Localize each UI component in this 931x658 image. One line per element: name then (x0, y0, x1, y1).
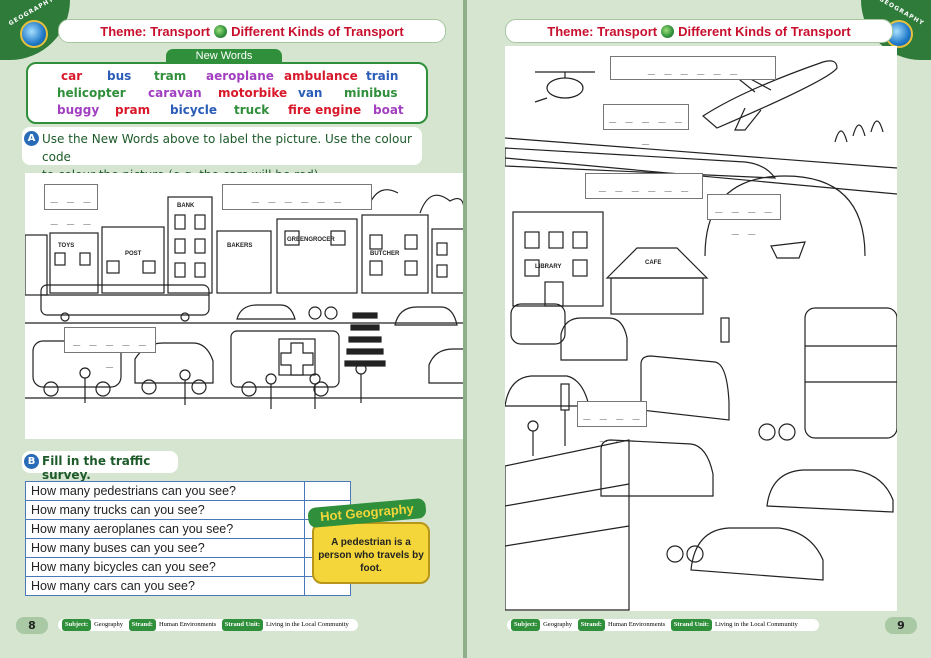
new-word: motorbike (218, 86, 288, 100)
survey-question: How many cars can you see? (25, 576, 305, 596)
shop-sign-post: POST (125, 251, 142, 257)
left-page: GEOGRAPHY Theme: Transport Different Kin… (0, 0, 465, 658)
new-word: car (61, 69, 83, 83)
survey-question: How many buses can you see? (25, 538, 305, 558)
street-illustration: LIBRARY CAFE (504, 60, 898, 611)
footer-unit-tag: Strand Unit: (670, 619, 713, 631)
page-number: 9 (885, 617, 917, 634)
shop-sign-bank: BANK (177, 203, 195, 209)
footer-unit: Living in the Local Community (266, 621, 349, 628)
shop-sign-butcher: BUTCHER (370, 251, 400, 257)
footer-strand: Human Environments (158, 621, 217, 628)
theme-banner: Theme: Transport Different Kinds of Tran… (505, 19, 893, 43)
shop-sign-cafe: CAFE (645, 260, 661, 266)
label-blank-box[interactable]: _ _ _ _ _ _ (44, 184, 98, 225)
survey-answer-cell[interactable] (304, 481, 351, 501)
globe-icon (661, 24, 675, 38)
label-blank-box[interactable]: _ _ _ _ _ _ (585, 173, 703, 199)
label-blank-box[interactable]: _ _ _ _ _ _ (707, 194, 781, 235)
new-word: ambulance (284, 69, 358, 83)
label-blank-box[interactable]: _ _ _ _ _ _ (222, 184, 372, 210)
section-b-instruction: B Fill in the traffic survey. (22, 451, 178, 482)
page-spine (463, 0, 468, 658)
new-word: truck (234, 103, 270, 117)
curriculum-footer: Subject:Geography Strand:Human Environme… (58, 619, 358, 631)
traffic-survey-table: How many pedestrians can you see? How ma… (25, 481, 351, 596)
table-row: How many aeroplanes can you see? (25, 519, 351, 539)
footer-strand-tag: Strand: (128, 619, 156, 631)
new-words-title: New Words (166, 49, 282, 63)
section-b-text: Fill in the traffic survey. (42, 454, 151, 482)
table-row: How many buses can you see? (25, 538, 351, 558)
section-b-badge: B (24, 454, 39, 469)
survey-question: How many bicycles can you see? (25, 557, 305, 577)
shop-sign-library: LIBRARY (535, 264, 561, 270)
shop-sign-greengrocer: GREENGROCER (287, 237, 335, 243)
hot-geography-text: A pedestrian is a person who travels by … (318, 537, 424, 574)
new-word: boat (373, 103, 404, 117)
label-blank-box[interactable]: _ _ _ _ _ _ (610, 56, 776, 80)
section-a-badge: A (24, 131, 39, 146)
table-row: How many pedestrians can you see? (25, 481, 351, 501)
new-word: van (298, 86, 323, 100)
street-illustration: TOYS POST BANK BAKERS GREENGROCER BUTCHE… (24, 189, 465, 409)
new-word: pram (115, 103, 151, 117)
new-word: fire engine (288, 103, 362, 117)
shop-sign-bakers: BAKERS (227, 243, 252, 249)
new-word: buggy (57, 103, 100, 117)
footer-subject-tag: Subject: (62, 619, 92, 631)
new-words-box: car bus tram aeroplane ambulance train h… (26, 62, 428, 124)
theme-title: Theme: Transport (547, 23, 658, 39)
theme-subtitle: Different Kinds of Transport (678, 23, 851, 39)
theme-banner: Theme: Transport Different Kinds of Tran… (58, 19, 446, 43)
survey-question: How many pedestrians can you see? (25, 481, 305, 501)
new-word: bicycle (170, 103, 218, 117)
footer-strand-tag: Strand: (577, 619, 605, 631)
section-a-instruction: A Use the New Words above to label the p… (22, 127, 422, 182)
curriculum-footer: Subject:Geography Strand:Human Environme… (507, 619, 819, 631)
table-row: How many cars can you see? (25, 576, 351, 596)
new-word: helicopter (57, 86, 126, 100)
new-word: aeroplane (206, 69, 274, 83)
footer-unit-tag: Strand Unit: (221, 619, 264, 631)
table-row: How many bicycles can you see? (25, 557, 351, 577)
hot-geography-box: A pedestrian is a person who travels by … (312, 522, 430, 584)
section-a-line1: Use the New Words above to label the pic… (42, 132, 412, 164)
label-blank-box[interactable]: _ _ _ _ _ _ (577, 401, 647, 442)
street-scene-left: TOYS POST BANK BAKERS GREENGROCER BUTCHE… (24, 173, 465, 439)
theme-subtitle: Different Kinds of Transport (231, 23, 404, 39)
new-word: tram (154, 69, 187, 83)
footer-unit: Living in the Local Community (715, 621, 798, 628)
globe-icon (20, 20, 48, 48)
new-word: bus (107, 69, 132, 83)
globe-icon (214, 24, 228, 38)
footer-subject: Geography (543, 621, 572, 628)
survey-question: How many trucks can you see? (25, 500, 305, 520)
footer-strand: Human Environments (607, 621, 666, 628)
street-scene-right: LIBRARY CAFE (504, 46, 898, 611)
footer-subject: Geography (94, 621, 123, 628)
label-blank-box[interactable]: _ _ _ _ _ _ (603, 104, 689, 145)
footer-subject-tag: Subject: (511, 619, 541, 631)
right-page: GEOGRAPHY Theme: Transport Different Kin… (467, 0, 931, 658)
shop-sign-toys: TOYS (58, 243, 74, 249)
label-blank-box[interactable]: _ _ _ _ _ _ (64, 327, 156, 368)
table-row: How many trucks can you see? (25, 500, 351, 520)
new-word: train (366, 69, 399, 83)
theme-title: Theme: Transport (100, 23, 211, 39)
new-word: minibus (344, 86, 398, 100)
new-word: caravan (148, 86, 202, 100)
survey-question: How many aeroplanes can you see? (25, 519, 305, 539)
page-number: 8 (16, 617, 48, 634)
